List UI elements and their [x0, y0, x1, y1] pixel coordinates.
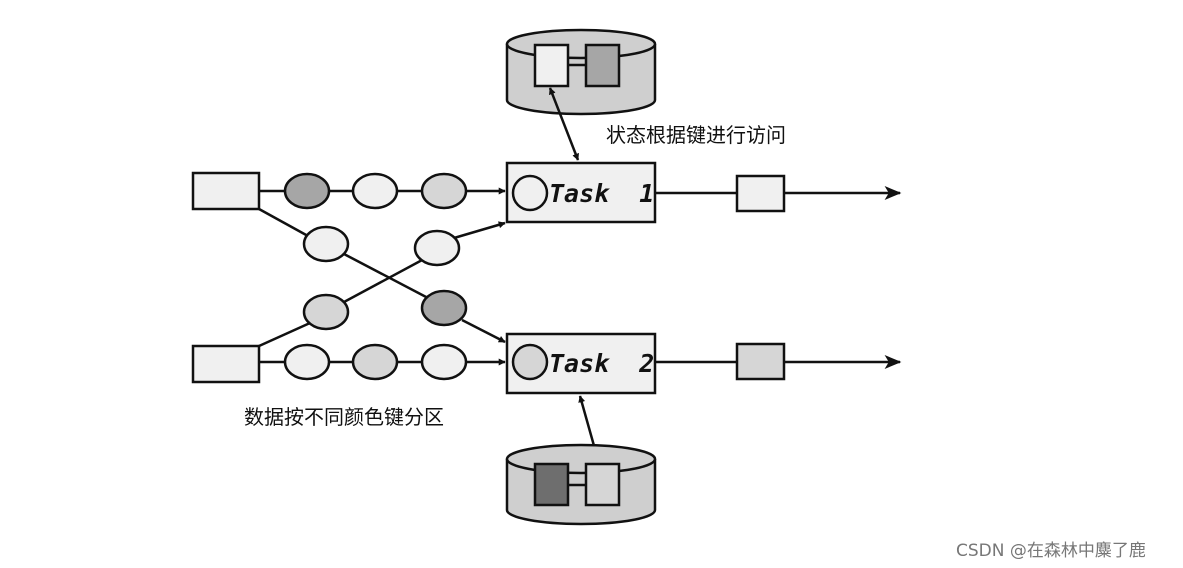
record-light [302, 225, 350, 263]
record-light [420, 343, 468, 381]
state-access-label: 状态根据键进行访问 [606, 123, 786, 147]
record-dark [283, 172, 331, 210]
source-2 [191, 344, 261, 384]
record-gray [420, 172, 468, 210]
state-entry-light-gray [584, 462, 621, 507]
task-2-label: Task 2 [549, 349, 654, 378]
task-1-output-record [735, 174, 786, 213]
state-store-task2 [505, 443, 657, 526]
task-2-output-record [735, 342, 786, 381]
watermark: CSDN @在森林中麋了鹿 [956, 540, 1146, 561]
record-gray [302, 293, 350, 331]
record-dark [420, 289, 468, 327]
record-light [283, 343, 331, 381]
record-light [351, 172, 399, 210]
task-2-box: Task 2 [505, 332, 657, 395]
state-entry-gray [584, 43, 621, 88]
source-1 [191, 171, 261, 211]
task-1-box: Task 1 [505, 161, 657, 224]
state-entry-dark [533, 462, 570, 507]
task-1-label: Task 1 [549, 179, 654, 208]
record-gray [351, 343, 399, 381]
record-light [413, 229, 461, 267]
task-1-slot [511, 174, 549, 212]
partition-label: 数据按不同颜色键分区 [244, 405, 444, 429]
state-entry-light [533, 43, 570, 88]
state-access-arrow-1 [548, 87, 580, 161]
state-store-task1 [505, 28, 657, 116]
task-2-slot [511, 343, 549, 381]
